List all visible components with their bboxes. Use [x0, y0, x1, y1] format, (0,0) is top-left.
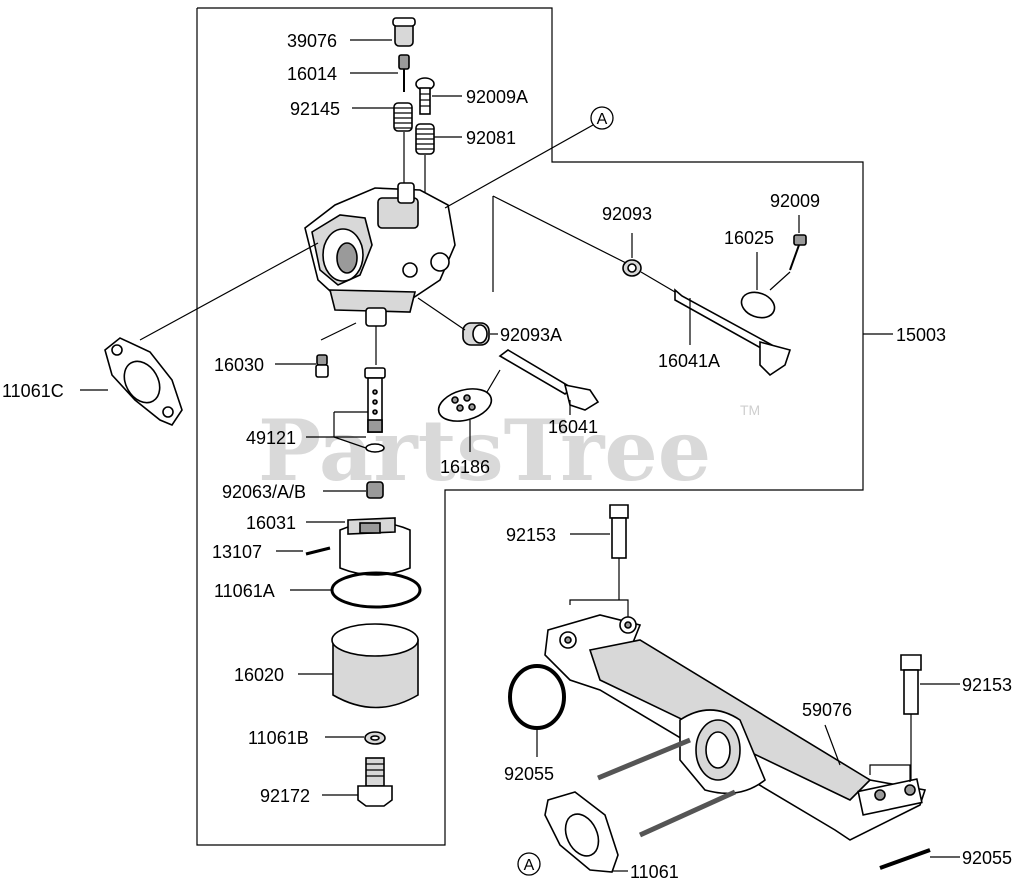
label-16030: 16030: [214, 355, 264, 375]
watermark: PartsTree: [258, 401, 711, 500]
label-16041: 16041: [548, 417, 598, 437]
label-92145: 92145: [290, 99, 340, 119]
part-92145-spring[interactable]: [393, 102, 413, 132]
manifold-flange[interactable]: [679, 709, 766, 795]
guide-16030: [320, 322, 357, 341]
label-92063AB: 92063/A/B: [222, 482, 306, 502]
label-39076: 39076: [287, 31, 337, 51]
svg-text:A: A: [597, 111, 608, 128]
part-16186-plate[interactable]: [435, 384, 495, 427]
part-92153-bolt-left[interactable]: [609, 504, 629, 600]
part-11061C-gasket[interactable]: [104, 337, 183, 426]
label-16014: 16014: [287, 64, 337, 84]
shaft-guide: [640, 271, 676, 293]
part-16014[interactable]: [398, 54, 410, 92]
part-92009A[interactable]: [415, 77, 435, 115]
leader-lines: [80, 39, 960, 872]
manifold-studs[interactable]: [597, 737, 737, 838]
part-11061A-oring[interactable]: [330, 571, 422, 609]
watermark-tm: TM: [740, 402, 760, 418]
screw-guide: [769, 271, 791, 291]
part-92093A-bushing[interactable]: [462, 322, 490, 346]
label-92093: 92093: [602, 204, 652, 224]
label-16025: 16025: [724, 228, 774, 248]
callout-a-top: A: [444, 106, 614, 209]
label-16020: 16020: [234, 665, 284, 685]
label-92009A: 92009A: [466, 87, 528, 107]
part-16030[interactable]: [315, 354, 329, 378]
group-frame: [196, 7, 864, 846]
label-15003: 15003: [896, 325, 946, 345]
part-92055-bar[interactable]: [879, 848, 931, 870]
label-92055-right: 92055: [962, 848, 1012, 868]
part-13107-pin[interactable]: [305, 546, 331, 556]
part-39076[interactable]: [392, 17, 416, 47]
label-92153-right: 92153: [962, 675, 1012, 695]
part-92093-washer[interactable]: [622, 259, 642, 277]
part-92081-spring[interactable]: [415, 123, 435, 155]
part-11061-gasket[interactable]: [544, 791, 619, 873]
label-16031: 16031: [246, 513, 296, 533]
part-92172-bolt[interactable]: [357, 757, 393, 807]
label-92172: 92172: [260, 786, 310, 806]
part-92009-screw[interactable]: [789, 234, 807, 271]
part-16041A-shaft[interactable]: [674, 288, 792, 377]
plate-guide: [486, 369, 501, 393]
label-16041A: 16041A: [658, 351, 720, 371]
part-92055-oring[interactable]: [508, 664, 566, 730]
bushing-guide: [417, 297, 466, 331]
label-92055-left: 92055: [504, 764, 554, 784]
guide-line-2: [492, 195, 631, 266]
carburetor-body[interactable]: [304, 182, 456, 327]
label-11061B: 11061B: [248, 728, 309, 748]
label-92009: 92009: [770, 191, 820, 211]
part-49121-tube[interactable]: [364, 367, 386, 453]
label-92153-left: 92153: [506, 525, 556, 545]
label-92081: 92081: [466, 128, 516, 148]
gasket-assembly-line: [139, 242, 319, 341]
svg-text:A: A: [524, 857, 535, 874]
label-92093A: 92093A: [500, 325, 562, 345]
label-11061C: 11061C: [2, 381, 64, 401]
part-16020-bowl[interactable]: [331, 623, 419, 709]
label-11061: 11061: [630, 862, 679, 882]
part-92063AB-jet[interactable]: [366, 481, 384, 499]
part-92153-bolt-right[interactable]: [900, 654, 922, 780]
label-11061A: 11061A: [214, 581, 275, 601]
callout-a-bottom: A: [517, 852, 541, 876]
part-11061B-washer[interactable]: [364, 731, 386, 745]
part-16041-shaft[interactable]: [498, 349, 600, 411]
label-59076: 59076: [802, 700, 852, 720]
label-49121: 49121: [246, 428, 296, 448]
part-labels: 39076 16014 92009A 92145 92081 92093 920…: [2, 31, 1012, 882]
label-16186: 16186: [440, 457, 490, 477]
label-13107: 13107: [212, 542, 262, 562]
part-16031-float[interactable]: [339, 517, 411, 576]
